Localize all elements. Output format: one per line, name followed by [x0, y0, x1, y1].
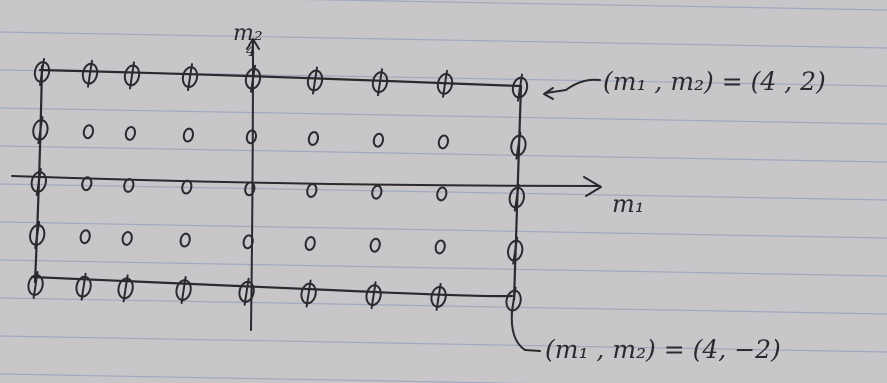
- lattice-point-stroke: [513, 183, 520, 212]
- lattice-point-stroke: [243, 277, 250, 306]
- lattice-point-stroke: [512, 236, 519, 265]
- m1-axis-arrowhead: [583, 176, 602, 197]
- lattice-point-stroke: [34, 221, 41, 249]
- ruled-line: [0, 221, 887, 239]
- lattice-point-interior: [181, 179, 193, 195]
- lattice-point-interior: [245, 129, 258, 145]
- lattice-point-stroke: [442, 69, 448, 98]
- lattice-point-stroke: [87, 59, 93, 88]
- annotation-arrows: [510, 78, 601, 352]
- lattice-point-stroke: [517, 73, 523, 102]
- lattice-point-stroke: [37, 116, 44, 144]
- ruled-line: [0, 145, 887, 163]
- ruled-line: [0, 373, 531, 383]
- m1-axis-line: [11, 175, 601, 187]
- lattice-point-interior: [179, 232, 191, 248]
- ruled-line: [0, 31, 887, 49]
- lattice-point-stroke: [515, 131, 522, 160]
- lattice-point-interior: [437, 134, 450, 150]
- lattice-point-stroke: [510, 286, 517, 315]
- annotation-arrow-bottom: [510, 311, 541, 352]
- lattice-point-interior: [123, 177, 135, 193]
- lattice-point-stroke: [180, 276, 187, 305]
- lattice-point-stroke: [80, 272, 87, 301]
- lattice-points: [27, 58, 529, 315]
- lattice-point-stroke: [377, 68, 383, 97]
- m2-axis-arrowhead: [246, 38, 260, 50]
- frame-bottom-line: [30, 275, 514, 298]
- annotation-arrow-top: [545, 78, 601, 94]
- m2-tick-label: 4: [245, 42, 256, 60]
- ruled-line: [0, 183, 887, 201]
- lattice-point-interior: [124, 125, 137, 141]
- lattice-point-interior: [307, 131, 320, 146]
- annotation-bottom-right: (m₁ , m₂) = (4, −2): [545, 335, 781, 364]
- annotation-arrow-top-head: [543, 87, 554, 100]
- lattice-point-interior: [82, 124, 95, 140]
- lattice-point-stroke: [32, 271, 39, 299]
- lattice-point-stroke: [435, 282, 442, 311]
- lattice-point-stroke: [129, 61, 135, 90]
- ruled-line: [297, 0, 887, 11]
- m1-axis-label: m₁: [612, 190, 644, 218]
- lattice-point-stroke: [187, 63, 193, 92]
- lattice-point-stroke: [35, 168, 42, 196]
- lattice-point-stroke: [305, 279, 312, 308]
- lattice-point-interior: [79, 229, 91, 245]
- annotation-top-right: (m₁ , m₂) = (4 , 2): [603, 67, 826, 96]
- ruled-line: [0, 335, 887, 353]
- lattice-point-interior: [371, 184, 383, 200]
- lattice-point-interior: [372, 132, 385, 148]
- lattice-point-interior: [304, 236, 316, 251]
- ruled-line: [0, 259, 887, 277]
- lattice-point-interior: [121, 230, 133, 246]
- ruled-line: [0, 107, 887, 125]
- lattice-point-stroke: [39, 58, 45, 86]
- lattice-point-interior: [369, 237, 381, 253]
- lattice-point-stroke: [122, 274, 129, 303]
- lattice-point-interior: [81, 176, 93, 192]
- lattice-point-interior: [242, 234, 254, 250]
- m2-axis-label: m₂: [233, 21, 263, 46]
- lattice-point-interior: [434, 239, 446, 255]
- lattice-point-interior: [306, 183, 318, 198]
- lattice-point-stroke: [370, 281, 377, 310]
- lattice-point-stroke: [250, 64, 256, 93]
- lattice-point-stroke: [312, 66, 318, 95]
- lattice-point-interior: [436, 186, 448, 202]
- lattice-point-interior: [182, 127, 195, 143]
- lattice-point-interior: [244, 181, 256, 197]
